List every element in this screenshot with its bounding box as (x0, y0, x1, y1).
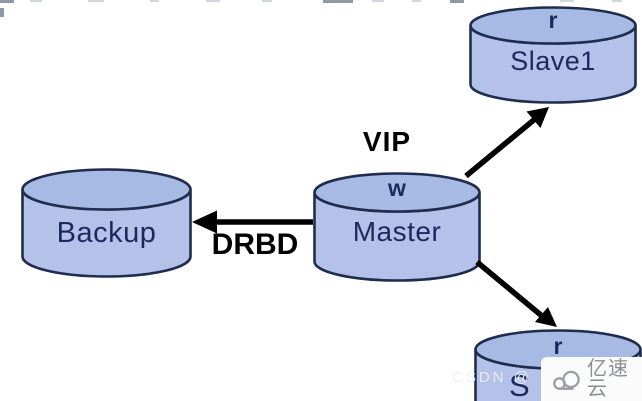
slave2-read-label: r (553, 333, 563, 359)
cloud-icon (553, 370, 580, 390)
yisu-cloud-logo: 亿速云 (541, 357, 642, 401)
master-label: Master (352, 216, 442, 247)
drbd-label: DRBD (211, 228, 299, 261)
database-cylinder-icon (313, 172, 481, 282)
backup-label: Backup (56, 217, 157, 249)
node-master: w Master (312, 171, 482, 283)
database-cylinder-icon (21, 168, 192, 278)
vip-label: VIP (362, 126, 412, 157)
yisu-logo-text: 亿速云 (587, 358, 629, 400)
slave1-label: Slave1 (510, 46, 596, 76)
node-backup: Backup (20, 167, 193, 279)
arrow-master-to-slave1 (464, 107, 549, 179)
arrow-master-to-slave2 (475, 259, 557, 327)
database-cylinder-icon (469, 6, 637, 104)
node-slave1: r Slave1 (468, 5, 638, 105)
master-write-label: w (388, 175, 406, 201)
slave1-read-label: r (548, 7, 558, 33)
slave2-partial-label: S (509, 368, 530, 401)
csdn-watermark: CSDN @ (452, 369, 532, 386)
